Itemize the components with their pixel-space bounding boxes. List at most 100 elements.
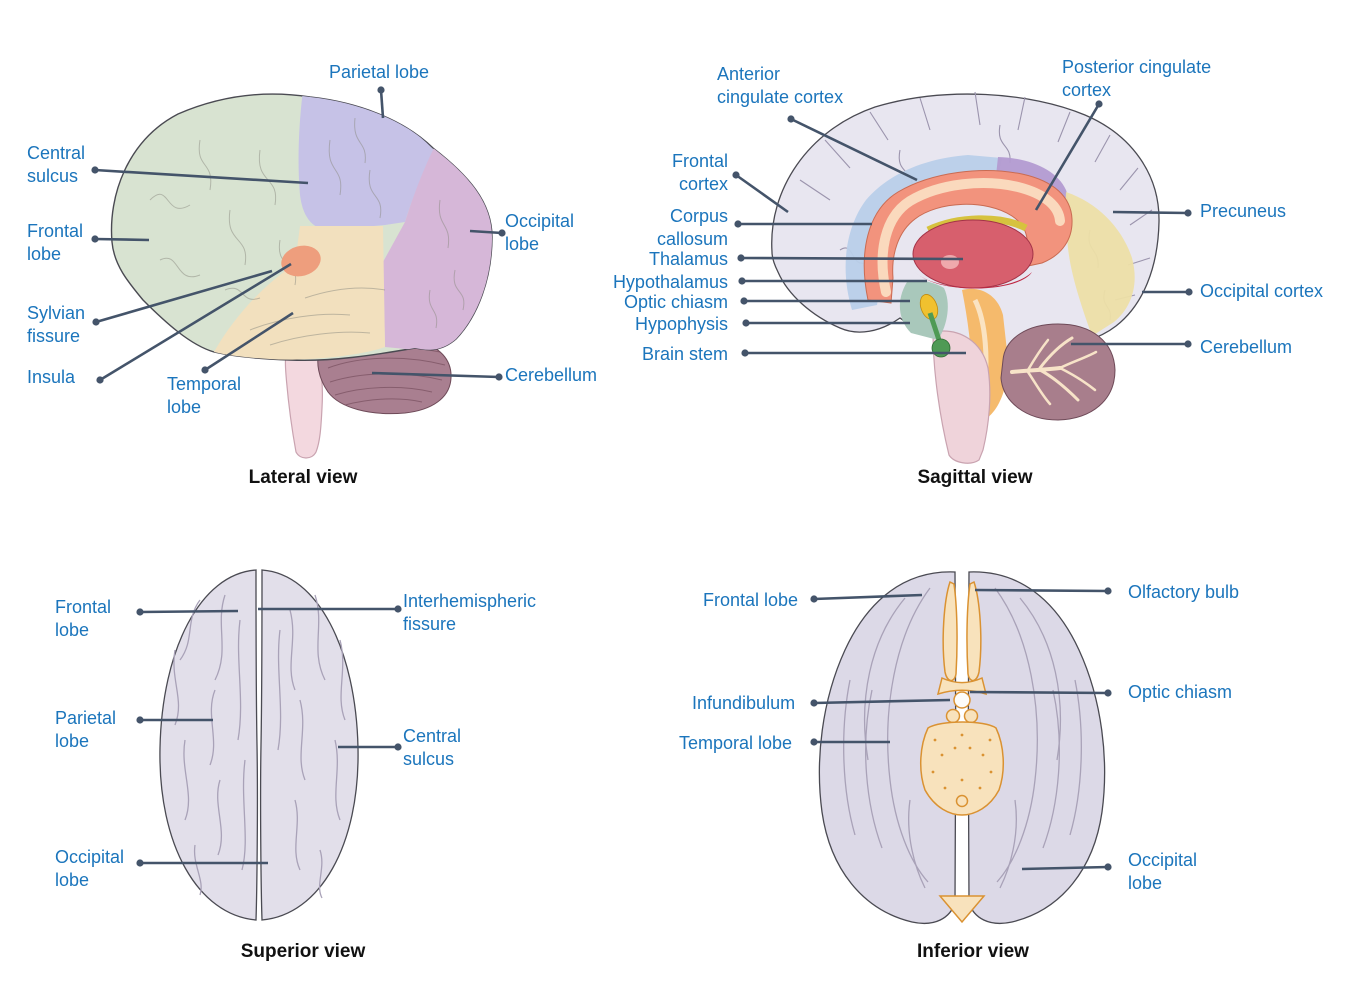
label-lateral-temporal-lobe: Temporal lobe <box>167 374 242 417</box>
leader-dot-sagittal-corpus-callosum <box>734 220 742 228</box>
superior-brain-illustration <box>159 569 359 921</box>
leader-dot-lateral-frontal-lobe <box>91 235 99 243</box>
leader-line-lateral-frontal-lobe <box>94 237 150 242</box>
leader-dot-lateral-occipital-lobe <box>498 229 506 237</box>
label-lateral-frontal-lobe: Frontal lobe <box>27 221 84 264</box>
label-sagittal-anterior-cingulate-cortex: Anterior cingulate cortex <box>717 64 844 107</box>
label-superior-frontal-lobe: Frontal lobe <box>55 597 112 640</box>
lateral-brainstem <box>284 349 323 459</box>
olfactory-tract-right <box>966 580 982 682</box>
leader-dot-inferior-infundibulum <box>810 699 818 707</box>
label-lateral-occipital-lobe: Occipital lobe <box>505 211 575 254</box>
leader-line-sagittal-posterior-cingulate-cortex <box>1034 103 1101 211</box>
corpus-callosum-region <box>863 170 1073 304</box>
caption-inferior-view: Inferior view <box>917 941 1029 962</box>
label-lateral-cerebellum: Cerebellum <box>505 365 598 385</box>
leader-dot-inferior-occipital-lobe <box>1104 863 1112 871</box>
label-sagittal-frontal-cortex: Frontal cortex <box>671 151 728 194</box>
label-sagittal-posterior-cingulate-cortex: Posterior cingulate cortex <box>1062 57 1212 100</box>
inferior-midline-structures <box>919 580 1005 924</box>
caption-superior-view: Superior view <box>240 941 366 962</box>
label-superior-interhemispheric-fissure: Interhemispheric fissure <box>403 591 537 634</box>
leader-lines <box>91 86 1193 871</box>
label-superior-central-sulcus: Central sulcus <box>403 726 462 769</box>
leader-dot-lateral-parietal-lobe <box>377 86 385 94</box>
label-sagittal-corpus-callosum: Corpus callosum <box>656 206 728 249</box>
label-sagittal-precuneus: Precuneus <box>1200 201 1287 221</box>
leader-dot-inferior-optic-chiasm <box>1104 689 1112 697</box>
anterior-cingulate-region <box>845 155 1002 310</box>
vermis-wedge <box>938 895 986 924</box>
leader-dot-lateral-cerebellum <box>495 373 503 381</box>
caption-sagittal-view: Sagittal view <box>917 467 1033 488</box>
label-sagittal-hypophysis: Hypophysis <box>634 314 728 334</box>
label-sagittal-optic-chiasm: Optic chiasm <box>623 292 728 312</box>
precuneus-region <box>1065 192 1135 336</box>
leader-line-lateral-cerebellum <box>371 371 500 379</box>
leader-line-lateral-occipital-lobe <box>469 229 503 235</box>
leader-dot-superior-parietal-lobe <box>136 716 144 724</box>
leader-line-inferior-frontal-lobe <box>813 593 923 601</box>
label-inferior-infundibulum: Infundibulum <box>692 693 796 713</box>
label-inferior-occipital-lobe: Occipital lobe <box>1128 850 1198 893</box>
leader-dot-inferior-olfactory-bulb <box>1104 587 1112 595</box>
label-inferior-olfactory-bulb: Olfactory bulb <box>1128 582 1240 602</box>
leader-dot-lateral-insula <box>96 376 104 384</box>
label-lateral-insula: Insula <box>27 367 76 387</box>
leader-line-sagittal-frontal-cortex <box>735 173 789 214</box>
lateral-insula <box>281 245 321 277</box>
sagittal-cerebellum <box>1000 323 1116 421</box>
label-superior-occipital-lobe: Occipital lobe <box>55 847 125 890</box>
leader-line-inferior-olfactory-bulb <box>974 588 1109 593</box>
leader-dot-sagittal-hypophysis <box>742 319 750 327</box>
leader-line-lateral-sylvian-fissure <box>95 269 273 324</box>
leader-line-sagittal-anterior-cingulate-cortex <box>790 117 918 182</box>
caption-lateral-view: Lateral view <box>248 467 358 488</box>
thalamus-region <box>912 219 1034 289</box>
label-inferior-optic-chiasm: Optic chiasm <box>1128 682 1233 702</box>
label-inferior-temporal-lobe: Temporal lobe <box>679 733 793 753</box>
sagittal-brain-illustration <box>771 91 1160 464</box>
leader-dot-superior-central-sulcus <box>394 743 402 751</box>
leader-dot-sagittal-cerebellum <box>1184 340 1192 348</box>
leader-dot-lateral-central-sulcus <box>91 166 99 174</box>
leader-dot-superior-interhemispheric-fissure <box>394 605 402 613</box>
sulci-lines <box>843 587 1082 889</box>
gyri-lines <box>173 594 346 899</box>
leader-line-sagittal-thalamus <box>740 256 964 261</box>
leader-dot-inferior-temporal-lobe <box>810 738 818 746</box>
sagittal-brainstem <box>932 330 991 464</box>
leader-line-lateral-temporal-lobe <box>204 311 294 372</box>
label-lateral-parietal-lobe: Parietal lobe <box>328 62 430 82</box>
label-superior-parietal-lobe: Parietal lobe <box>55 708 117 751</box>
label-sagittal-cerebellum: Cerebellum <box>1200 337 1293 357</box>
lateral-parietal-lobe <box>298 93 434 230</box>
leader-dot-superior-frontal-lobe <box>136 608 144 616</box>
label-sagittal-thalamus: Thalamus <box>648 249 728 269</box>
medulla-tip <box>955 794 969 808</box>
leader-line-lateral-parietal-lobe <box>379 89 385 119</box>
leader-dot-sagittal-precuneus <box>1184 209 1192 217</box>
leader-dot-sagittal-optic-chiasm <box>740 297 748 305</box>
leader-dot-lateral-temporal-lobe <box>201 366 209 374</box>
lateral-temporal-lobe <box>214 226 385 360</box>
mammillary-body-right <box>963 708 979 724</box>
mammillary-body-left <box>945 708 961 724</box>
lateral-occipital-lobe <box>383 148 492 352</box>
leader-dot-lateral-sylvian-fissure <box>92 318 100 326</box>
superior-right-hemisphere <box>259 569 359 921</box>
label-sagittal-occipital-cortex: Occipital cortex <box>1200 281 1324 301</box>
leader-dot-inferior-frontal-lobe <box>810 595 818 603</box>
leader-dot-sagittal-occipital-cortex <box>1185 288 1193 296</box>
leader-dot-superior-occipital-lobe <box>136 859 144 867</box>
olfactory-tract-left <box>942 580 958 682</box>
label-inferior-frontal-lobe: Frontal lobe <box>703 590 799 610</box>
leader-dot-sagittal-thalamus <box>737 254 745 262</box>
leader-line-inferior-occipital-lobe <box>1021 865 1109 871</box>
optic-chiasm-structure <box>936 676 988 696</box>
pons-structure <box>919 721 1005 816</box>
leader-line-lateral-insula <box>99 262 292 382</box>
interthalamic-adhesion <box>941 255 959 269</box>
leader-dot-sagittal-hypothalamus <box>738 277 746 285</box>
